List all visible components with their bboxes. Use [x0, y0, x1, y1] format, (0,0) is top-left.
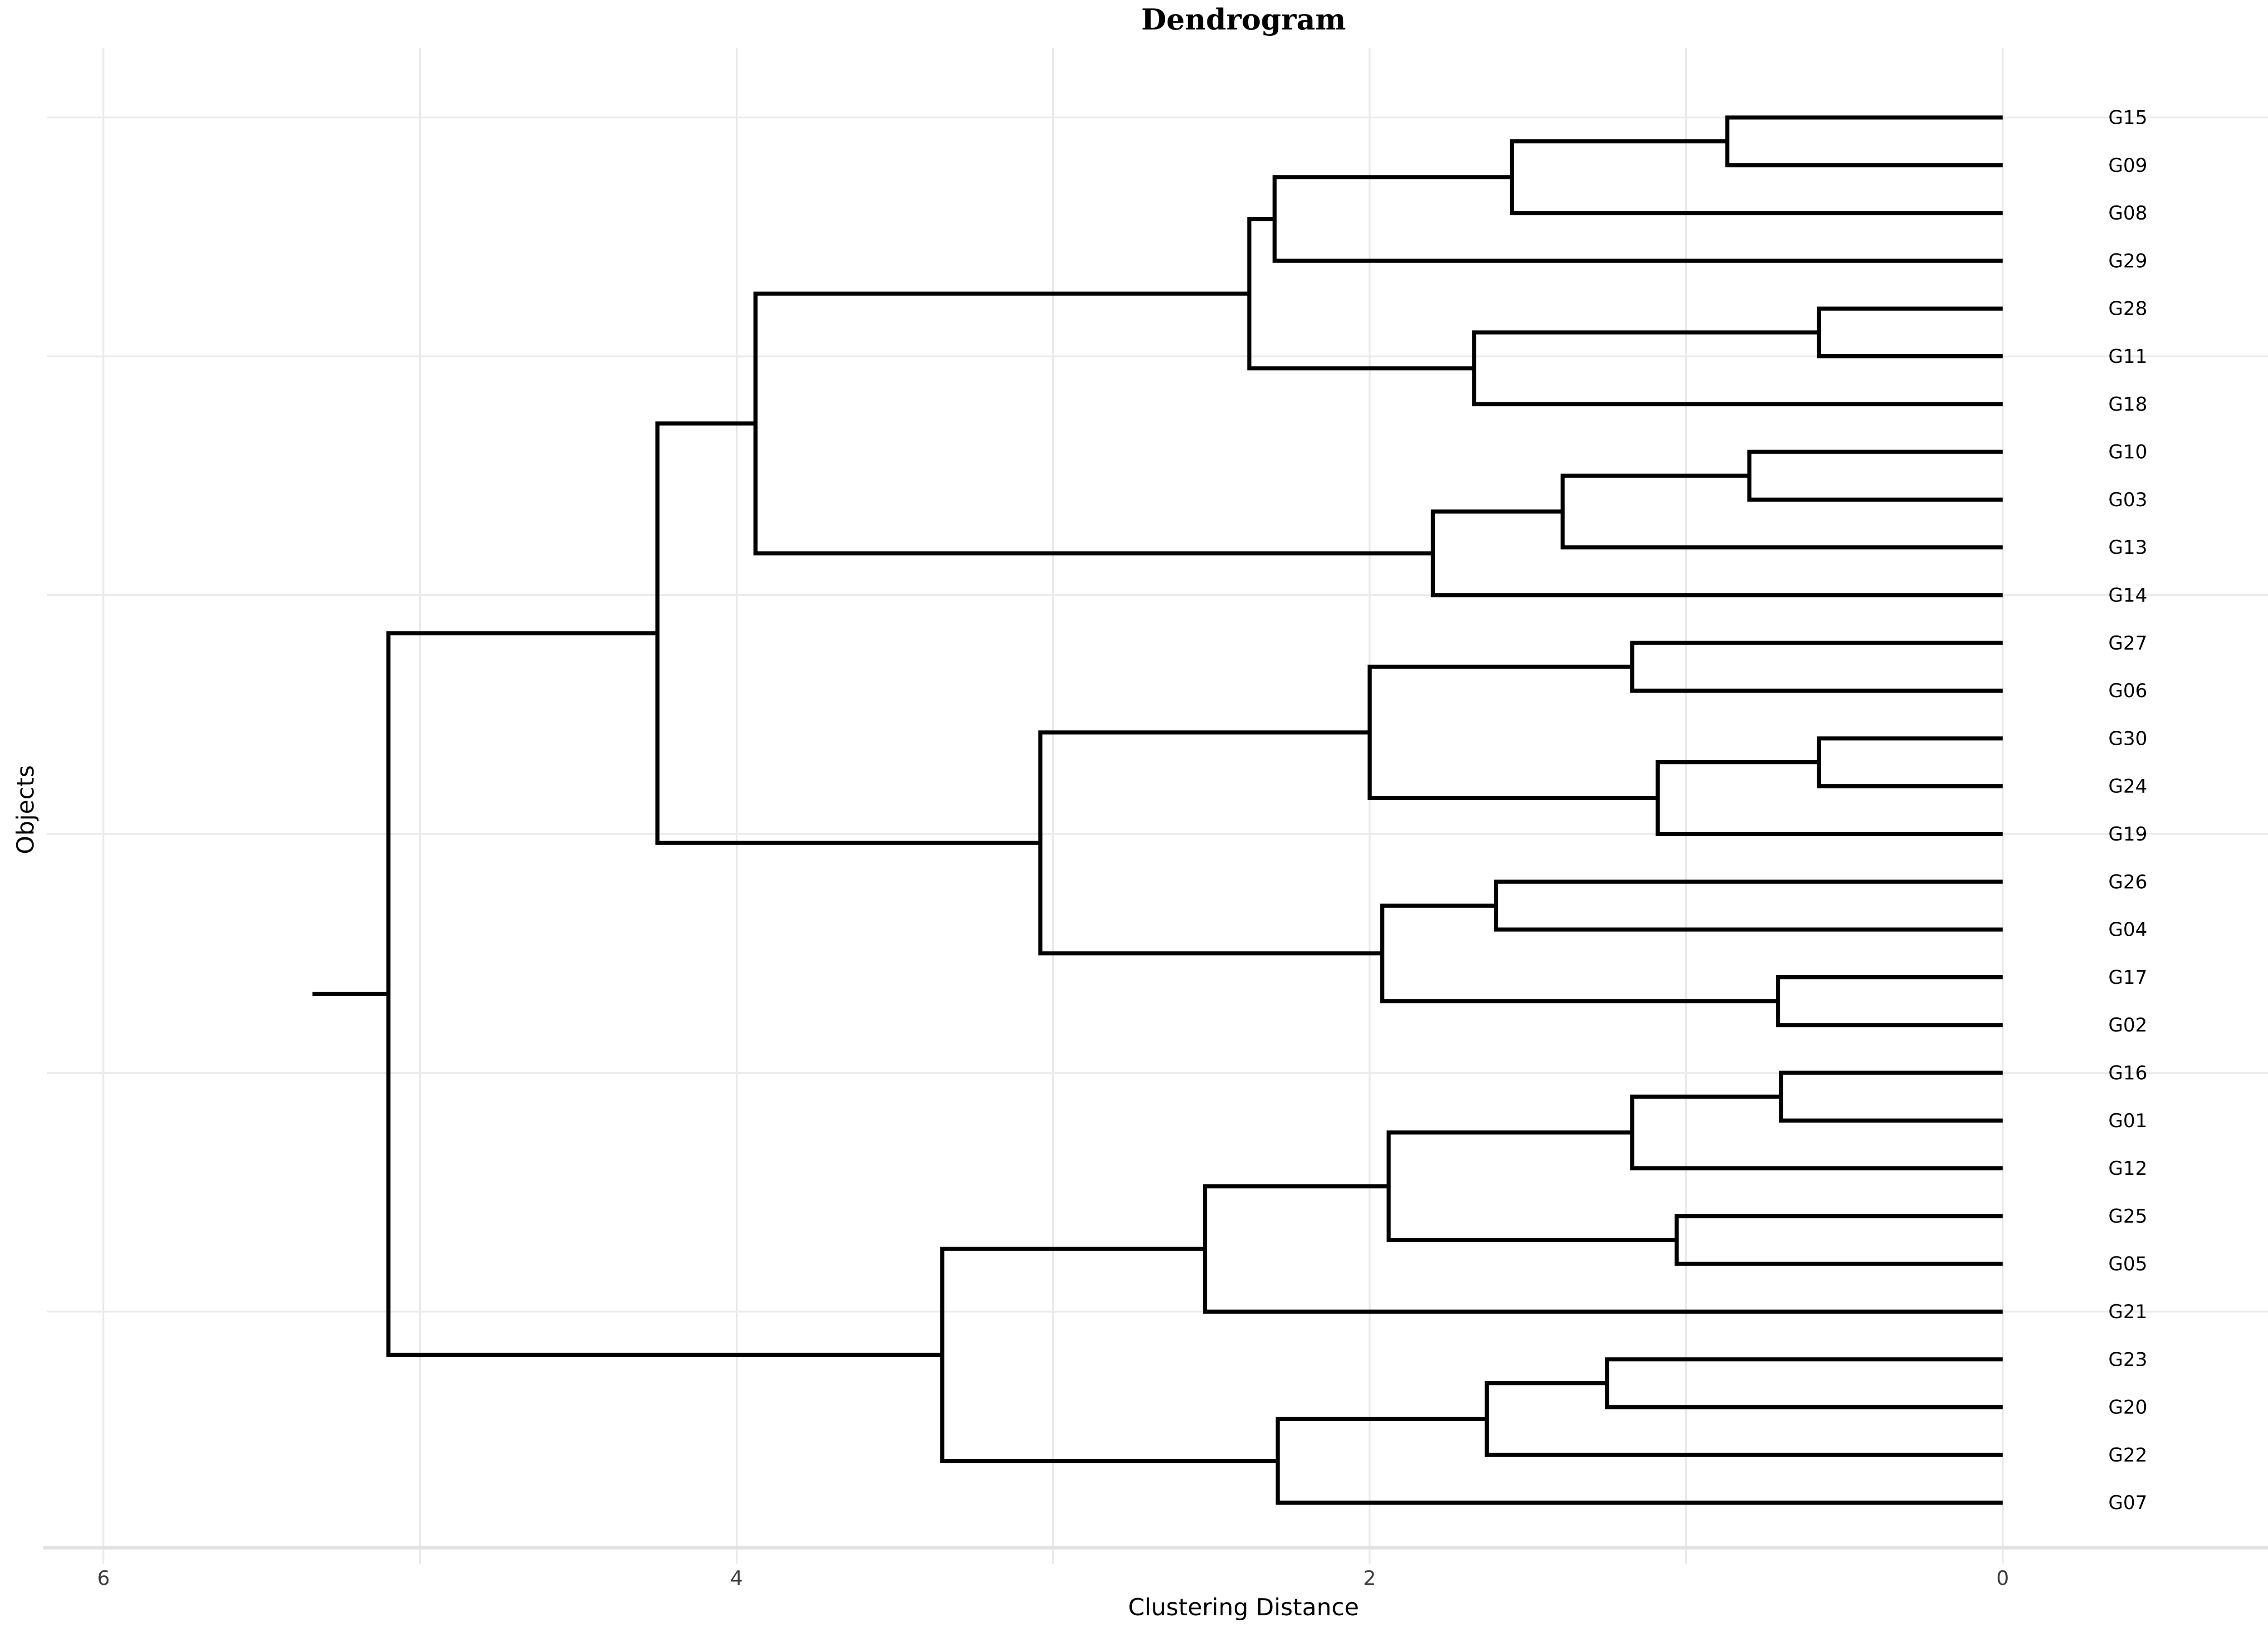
leaf-label-G02: G02	[2108, 1014, 2147, 1036]
dendrogram-link	[753, 291, 1433, 556]
dendrogram-link	[1779, 1071, 2003, 1123]
dendrogram-link	[1510, 139, 2003, 215]
dendrogram-link	[1776, 975, 2003, 1027]
leaf-label-G01: G01	[2108, 1110, 2147, 1132]
x-tick-label-0: 0	[1996, 1567, 2009, 1590]
leaf-label-G03: G03	[2108, 489, 2147, 511]
leaf-label-G30: G30	[2108, 727, 2147, 749]
dendrogram-link	[1272, 175, 2003, 263]
dendrogram-link	[1605, 1357, 2003, 1409]
dendrogram-link	[1367, 665, 1658, 801]
dendrogram-link	[1817, 306, 2003, 358]
dendrogram-link	[1472, 330, 2003, 406]
leaf-label-G26: G26	[2108, 870, 2147, 893]
leaf-label-G28: G28	[2108, 298, 2147, 320]
leaf-label-G09: G09	[2108, 154, 2147, 176]
leaf-label-G10: G10	[2108, 441, 2147, 463]
leaf-label-G22: G22	[2108, 1444, 2147, 1466]
dendrogram-link	[1817, 736, 2003, 788]
x-tick-label-2: 2	[1363, 1567, 1376, 1590]
dendrogram-link	[1674, 1214, 2003, 1266]
x-tick-label-4: 4	[730, 1567, 743, 1590]
leaf-label-G12: G12	[2108, 1157, 2147, 1179]
leaf-label-G14: G14	[2108, 584, 2147, 606]
dendrogram-link	[1630, 640, 2003, 693]
chart-title: Dendrogram	[1141, 3, 1346, 37]
dendrogram-link	[1203, 1184, 2003, 1314]
leaf-label-G20: G20	[2108, 1396, 2147, 1418]
dendrogram-link	[1725, 115, 2003, 167]
dendrogram-link	[655, 421, 1041, 845]
dendrogram-link	[1560, 474, 2003, 550]
x-axis-line	[43, 1546, 2268, 1550]
dendrogram-link	[386, 631, 943, 1357]
dendrogram-link	[1276, 1417, 2003, 1505]
dendrogram-link	[1386, 1130, 1677, 1242]
leaf-label-G18: G18	[2108, 393, 2147, 415]
leaf-label-G23: G23	[2108, 1348, 2147, 1370]
x-tick-label-6: 6	[97, 1567, 110, 1590]
leaf-label-G21: G21	[2108, 1301, 2147, 1323]
dendrogram-link	[1747, 450, 2003, 502]
dendrogram-link	[1655, 760, 2003, 836]
leaf-label-G25: G25	[2108, 1205, 2147, 1227]
leaf-label-G27: G27	[2108, 632, 2147, 654]
dendrogram-link	[1431, 509, 2003, 597]
dendrogram-link	[1380, 903, 1778, 1003]
leaf-label-G16: G16	[2108, 1062, 2147, 1084]
leaf-label-G06: G06	[2108, 680, 2147, 702]
leaf-label-G08: G08	[2108, 202, 2147, 224]
leaf-label-G29: G29	[2108, 249, 2147, 272]
leaf-label-G04: G04	[2108, 919, 2147, 941]
leaf-label-G15: G15	[2108, 107, 2147, 129]
leaf-label-G11: G11	[2108, 345, 2147, 367]
dendrogram-link	[1494, 880, 2003, 932]
dendrogram-link	[1630, 1095, 2003, 1171]
leaf-label-G07: G07	[2108, 1491, 2147, 1514]
x-axis-title: Clustering Distance	[1128, 1594, 1359, 1621]
leaf-label-G17: G17	[2108, 966, 2147, 988]
dendrogram-link	[1485, 1381, 2003, 1457]
leaf-label-G05: G05	[2108, 1253, 2147, 1275]
dendrogram-link	[1038, 730, 1383, 956]
dendrogram-link	[1247, 217, 1474, 371]
leaf-label-G24: G24	[2108, 775, 2147, 797]
leaf-label-G19: G19	[2108, 823, 2147, 845]
dendrogram-link	[940, 1247, 1278, 1463]
leaf-label-G13: G13	[2108, 536, 2147, 558]
